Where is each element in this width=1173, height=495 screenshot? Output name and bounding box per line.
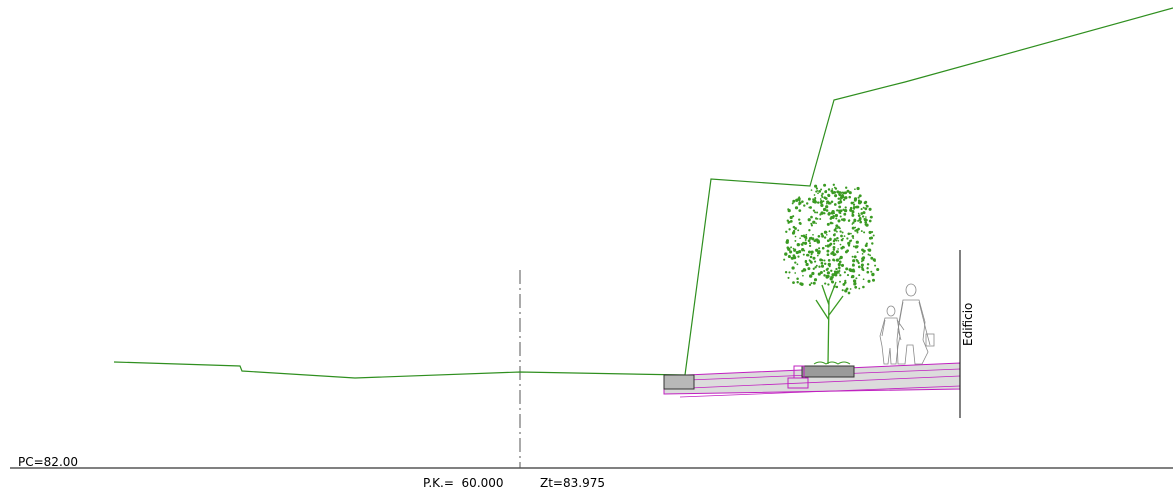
building-label: Edificio	[961, 303, 975, 346]
curb-left	[663, 374, 695, 390]
pedestrians-icon	[879, 283, 935, 365]
tree-pit	[801, 365, 855, 378]
chainage-label: P.K.= 60.000	[423, 476, 504, 490]
terrain-profile-line	[113, 7, 1173, 379]
ground-elevation-label: Zt=83.975	[540, 476, 605, 490]
reference-plane-label: PC=82.00	[18, 455, 78, 469]
pavement-section	[663, 362, 961, 398]
tree-icon	[783, 183, 880, 365]
